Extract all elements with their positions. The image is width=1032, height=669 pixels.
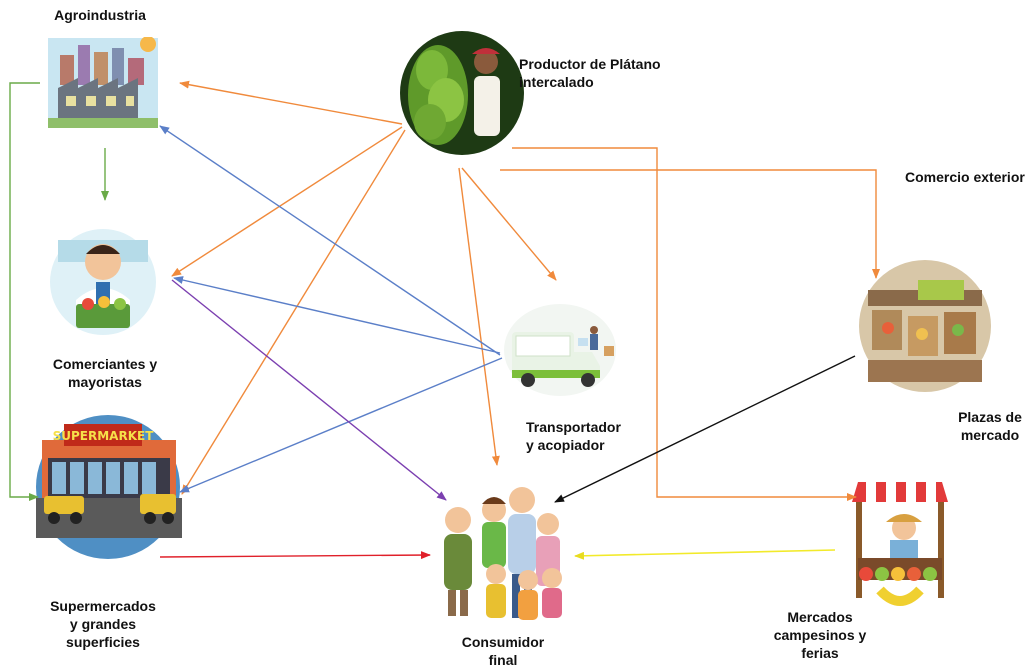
comerciantes-line-2: mayoristas	[68, 374, 142, 390]
comerciantes-line-1: Comerciantes y	[52, 356, 158, 372]
label-supermercados: Supermercados y grandes superficies	[38, 597, 168, 651]
consumidor-line-2: final	[488, 652, 518, 668]
transportador-line-1: Transportador	[526, 419, 621, 435]
supermercados-line-1: Supermercados	[50, 598, 156, 614]
arrow-productor-plazas	[500, 169, 880, 279]
arrow-productor-mercados	[512, 147, 857, 501]
mercados-line-3: ferias	[801, 645, 839, 661]
arrow-productor-agroindustria	[179, 80, 403, 125]
label-comercio-exterior: Comercio exterior	[905, 168, 1025, 186]
consumidor-line-1: Consumidor	[461, 634, 545, 650]
supermercados-line-2: y grandes	[69, 616, 137, 632]
arrow-supermercados-consumidor	[159, 551, 431, 560]
market-stall-icon	[836, 482, 964, 622]
mercados-line-1: Mercados	[787, 609, 853, 625]
arrow-transportador-supermercados	[179, 357, 503, 493]
arrow-comerciantes-consumidor	[171, 279, 447, 501]
label-agroindustria: Agroindustria	[40, 6, 160, 24]
agroindustria-title: Agroindustria	[54, 7, 146, 23]
label-plazas: Plazas de mercado	[952, 408, 1028, 444]
comercio-exterior-title: Comercio exterior	[905, 169, 1025, 185]
mercados-line-2: campesinos y	[773, 627, 867, 643]
label-productor: Productor de Plátano intercalado	[519, 55, 661, 91]
supermercados-line-3: superficies	[66, 634, 140, 650]
family-icon	[432, 486, 572, 634]
banana-farmer-icon	[400, 31, 524, 155]
market-square-icon	[859, 260, 991, 392]
shopkeeper-icon	[50, 229, 156, 335]
factory-icon	[41, 31, 165, 135]
arrow-productor-consumidor	[458, 167, 500, 466]
label-consumidor: Consumidor final	[448, 633, 558, 669]
flow-arrows	[9, 80, 880, 560]
arrow-productor-transportador	[461, 167, 557, 281]
plazas-line-1: Plazas de	[958, 409, 1022, 425]
arrow-productor-comerciantes	[171, 126, 403, 277]
plazas-line-2: mercado	[960, 427, 1020, 443]
transportador-line-2: y acopiador	[526, 437, 605, 453]
label-transportador: Transportador y acopiador	[526, 418, 621, 454]
productor-line-1: Productor de Plátano	[519, 56, 661, 72]
arrow-transportador-comerciantes	[173, 276, 501, 354]
arrow-plazas-consumidor	[554, 355, 856, 503]
arrow-productor-supermercados	[181, 129, 406, 495]
productor-line-2: intercalado	[519, 74, 594, 90]
arrow-mercados-consumidor	[574, 549, 836, 560]
svg-text:SUPERMARKET: SUPERMARKET	[53, 429, 155, 443]
supermarket-icon: SUPERMARKET	[36, 415, 182, 559]
label-mercados-campesinos: Mercados campesinos y ferias	[762, 608, 878, 662]
delivery-truck-icon	[504, 304, 616, 396]
arrow-agroindustria-supermercados	[9, 82, 40, 501]
label-comerciantes: Comerciantes y mayoristas	[40, 355, 170, 391]
arrow-transportador-agroindustria	[159, 125, 501, 356]
